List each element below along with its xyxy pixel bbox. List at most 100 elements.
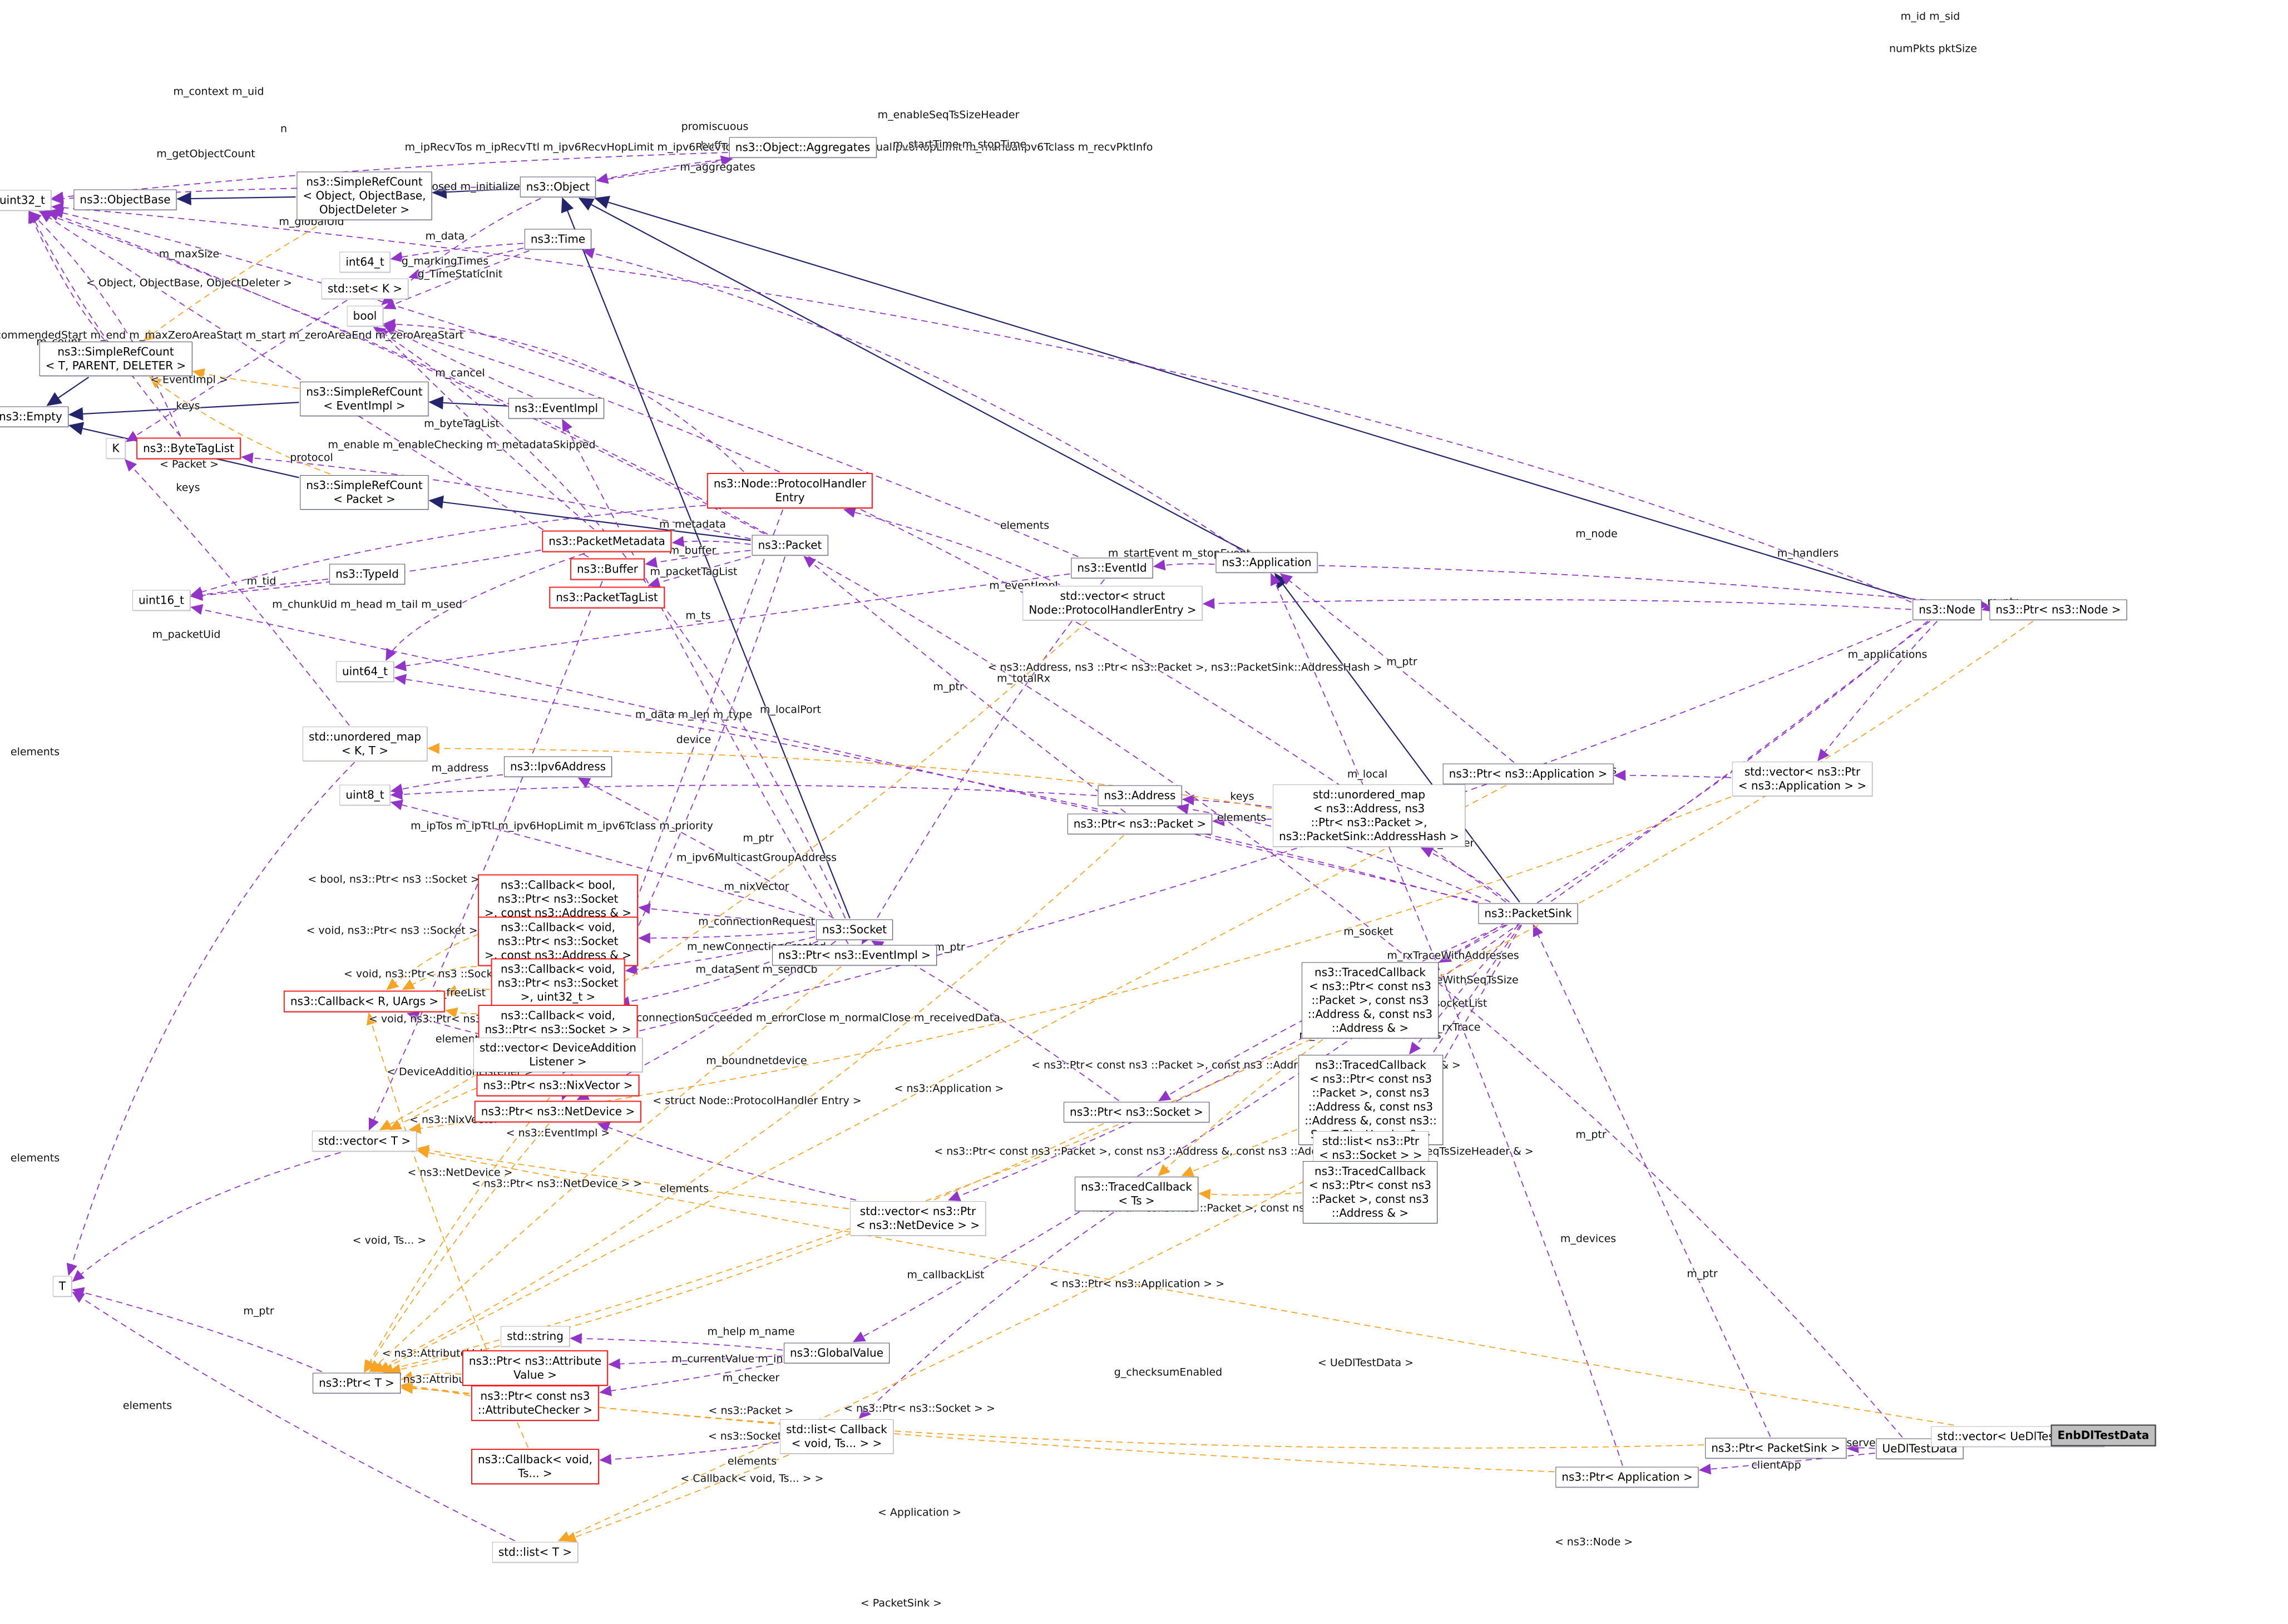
node-src_ei[interactable]: ns3::SimpleRefCount < EventImpl >	[300, 382, 429, 416]
node-globalvalue[interactable]: ns3::GlobalValue	[783, 1342, 890, 1364]
edge-label-node-uint32: m_id m_sid	[1900, 10, 1960, 23]
node-ptr_pkt[interactable]: ns3::Ptr< ns3::Packet >	[1067, 813, 1213, 835]
node-list_t: std::list< T >	[492, 1542, 579, 1563]
edge-label-node-vec_ptr_netdev: m_devices	[1560, 1232, 1617, 1245]
node-src_pkt[interactable]: ns3::SimpleRefCount < Packet >	[300, 475, 429, 510]
edge-label-pktmetadata-bool: m_enable m_enableChecking m_metadataSkip…	[328, 438, 596, 451]
node-application[interactable]: ns3::Application	[1215, 552, 1318, 573]
edge-ptr_attrval-ptr_t	[401, 1371, 462, 1382]
node-typeid[interactable]: ns3::TypeId	[329, 564, 405, 585]
node-bytetaglist[interactable]: ns3::ByteTagList	[136, 437, 241, 460]
edge-label-packetsink-ptr_sock: m_socket	[1343, 925, 1393, 938]
edge-label-ptr_psink-packetsink: m_ptr	[1687, 1267, 1718, 1280]
node-ipv6addr[interactable]: ns3::Ipv6Address	[503, 756, 612, 777]
edge-ptr_ei-ptr_t	[369, 966, 842, 1373]
edge-label-eventid-uint64: m_ts	[685, 609, 711, 622]
node-buffer[interactable]: ns3::Buffer	[570, 558, 645, 580]
node-eventimpl[interactable]: ns3::EventImpl	[508, 398, 605, 419]
edge-cb_void_u32-cb_r	[445, 985, 490, 996]
edge-label-socket-cb_void_u32: m_dataSent m_sendCb	[695, 963, 818, 976]
node-ptr_t[interactable]: ns3::Ptr< T >	[313, 1373, 401, 1394]
edge-bytetaglist-uint32	[29, 210, 181, 437]
node-ptr_sock[interactable]: ns3::Ptr< ns3::Socket >	[1064, 1102, 1209, 1123]
edge-label-packetsink-uint64: m_totalRx	[997, 672, 1050, 685]
edge-list_cb-list_t	[564, 1454, 789, 1543]
edge-src_ei-empty	[68, 402, 299, 421]
edge-node-vec_dal	[614, 620, 1912, 1040]
edge-cb_void_sock-cb_r	[445, 1007, 477, 1019]
node-enbdl[interactable]: EnbDlTestData	[2050, 1424, 2156, 1447]
edge-vec_ptr_app-vec_t	[408, 796, 1732, 1134]
edge-socket-cb_void_addr	[638, 930, 816, 944]
node-tcb_addr2[interactable]: ns3::TracedCallback < ns3::Ptr< const ns…	[1301, 962, 1439, 1039]
node-ptr_nix[interactable]: ns3::Ptr< ns3::NixVector >	[476, 1074, 640, 1097]
node-ptr_app[interactable]: ns3::Ptr< ns3::Application >	[1442, 763, 1614, 784]
edge-label-tcb_ts-list_cb: m_callbackList	[907, 1268, 985, 1281]
node-cb_void_u32[interactable]: ns3::Callback< void, ns3::Ptr< ns3::Sock…	[491, 958, 625, 1008]
node-ptr_attrchk[interactable]: ns3::Ptr< const ns3 ::AttributeChecker >	[471, 1385, 600, 1421]
edge-label-ptr_app-application: m_ptr	[1386, 655, 1417, 668]
edge-packetsink-uint16	[190, 604, 1479, 903]
edge-label-phe-bool: promiscuous	[681, 120, 749, 133]
edge-eventimpl-src_ei	[428, 396, 508, 410]
node-address[interactable]: ns3::Address	[1098, 785, 1182, 806]
edge-buffer-vec_t	[368, 581, 603, 1131]
edge-label-umap_addr-umap_kt: < ns3::Address, ns3 ::Ptr< ns3::Packet >…	[987, 661, 1382, 674]
node-src_obj[interactable]: ns3::SimpleRefCount < Object, ObjectBase…	[296, 171, 432, 220]
node-src_t[interactable]: ns3::SimpleRefCount < T, PARENT, DELETER…	[39, 342, 192, 376]
node-node[interactable]: ns3::Node	[1913, 599, 1981, 620]
edge-eventid-uint64	[394, 573, 1070, 672]
node-objectbase[interactable]: ns3::ObjectBase	[73, 189, 177, 210]
node-ptr_node[interactable]: ns3::Ptr< ns3::Node >	[1989, 599, 2127, 620]
edge-label-node-vec_ptr_app: m_applications	[1847, 648, 1928, 661]
node-t: T	[52, 1276, 72, 1297]
edge-label-setk-k: keys	[176, 399, 200, 412]
node-packetsink[interactable]: ns3::PacketSink	[1478, 903, 1578, 924]
edge-label-tcb_seqts-tcb_ts: < ns3::Ptr< const ns3 ::Packet >, const …	[934, 1145, 1534, 1158]
edge-tcb_ts-list_cb	[858, 1212, 1114, 1419]
edge-label-packetsink-uint16: m_localPort	[760, 703, 821, 716]
node-uint32: uint32_t	[0, 190, 52, 211]
edge-vec_ptr_netdev-ptr_netdev	[597, 1122, 856, 1201]
edge-pktmetadata-bool	[376, 327, 595, 530]
edge-label-eventid-uint32: m_context m_uid	[173, 85, 264, 98]
node-pkttaglist[interactable]: ns3::PacketTagList	[549, 586, 665, 609]
node-ptr_attrval[interactable]: ns3::Ptr< ns3::Attribute Value >	[462, 1350, 609, 1386]
edge-label-application-eventid: m_startEvent m_stopEvent	[1108, 547, 1251, 560]
edge-socket-ptr_netdev	[576, 940, 837, 1100]
edge-vec_ptr_netdev-vec_t	[417, 1144, 849, 1210]
edge-pktmetadata-uint64	[386, 552, 585, 662]
node-tcb_ts[interactable]: ns3::TracedCallback < Ts >	[1075, 1177, 1198, 1211]
edge-ipv6addr-uint8	[390, 774, 503, 794]
node-object[interactable]: ns3::Object	[520, 176, 596, 198]
edge-ptr_attrchk-ptr_t	[401, 1383, 471, 1396]
edge-label-packet-pktmetadata: m_metadata	[659, 518, 727, 531]
edge-label-ptr_sock-socket: m_ptr	[934, 941, 965, 954]
node-packet[interactable]: ns3::Packet	[752, 535, 828, 556]
edge-label-socket-uint8: m_ipTos m_ipTtl m_ipv6HopLimit m_ipv6Tcl…	[411, 820, 713, 832]
node-empty[interactable]: ns3::Empty	[0, 406, 68, 427]
node-ptr_ei[interactable]: ns3::Ptr< ns3::EventImpl >	[772, 945, 937, 966]
node-tcb_addr1[interactable]: ns3::TracedCallback < ns3::Ptr< const ns…	[1303, 1161, 1437, 1223]
node-vec_dal: std::vector< DeviceAddition Listener >	[473, 1038, 643, 1072]
node-cb_void_ts[interactable]: ns3::Callback< void, Ts... >	[471, 1449, 599, 1484]
edge-application-eventid	[1153, 559, 1215, 571]
node-ptr_psink[interactable]: ns3::Ptr< PacketSink >	[1705, 1438, 1846, 1459]
edge-label-pktmetadata-uint64: m_packetUid	[152, 628, 221, 641]
edge-label-socket-ptr_netdev: m_boundnetdevice	[706, 1054, 807, 1067]
edge-label-object-aggregates: m_aggregates	[680, 161, 755, 174]
node-time[interactable]: ns3::Time	[524, 229, 592, 250]
edge-label-ptr_app-ptr_t: < ns3::Application >	[894, 1082, 1004, 1095]
node-ptr_app2[interactable]: ns3::Ptr< Application >	[1555, 1467, 1699, 1488]
node-eventid[interactable]: ns3::EventId	[1071, 557, 1153, 579]
edge-label-vec_dal-cb_r: elements	[435, 1033, 485, 1045]
node-socket[interactable]: ns3::Socket	[816, 919, 893, 940]
edge-node-vec_phe	[1202, 598, 1912, 610]
node-cb_void_sock[interactable]: ns3::Callback< void, ns3::Ptr< ns3::Sock…	[478, 1005, 638, 1040]
node-pktmetadata[interactable]: ns3::PacketMetadata	[542, 530, 672, 552]
edge-label-vec_phe-vec_t: < struct Node::ProtocolHandler Entry >	[653, 1094, 862, 1107]
node-aggregates[interactable]: ns3::Object::Aggregates	[729, 137, 877, 158]
node-phe[interactable]: ns3::Node::ProtocolHandler Entry	[706, 473, 873, 509]
node-cb_r[interactable]: ns3::Callback< R, UArgs >	[283, 990, 446, 1013]
node-ptr_netdev[interactable]: ns3::Ptr< ns3::NetDevice >	[474, 1100, 642, 1123]
